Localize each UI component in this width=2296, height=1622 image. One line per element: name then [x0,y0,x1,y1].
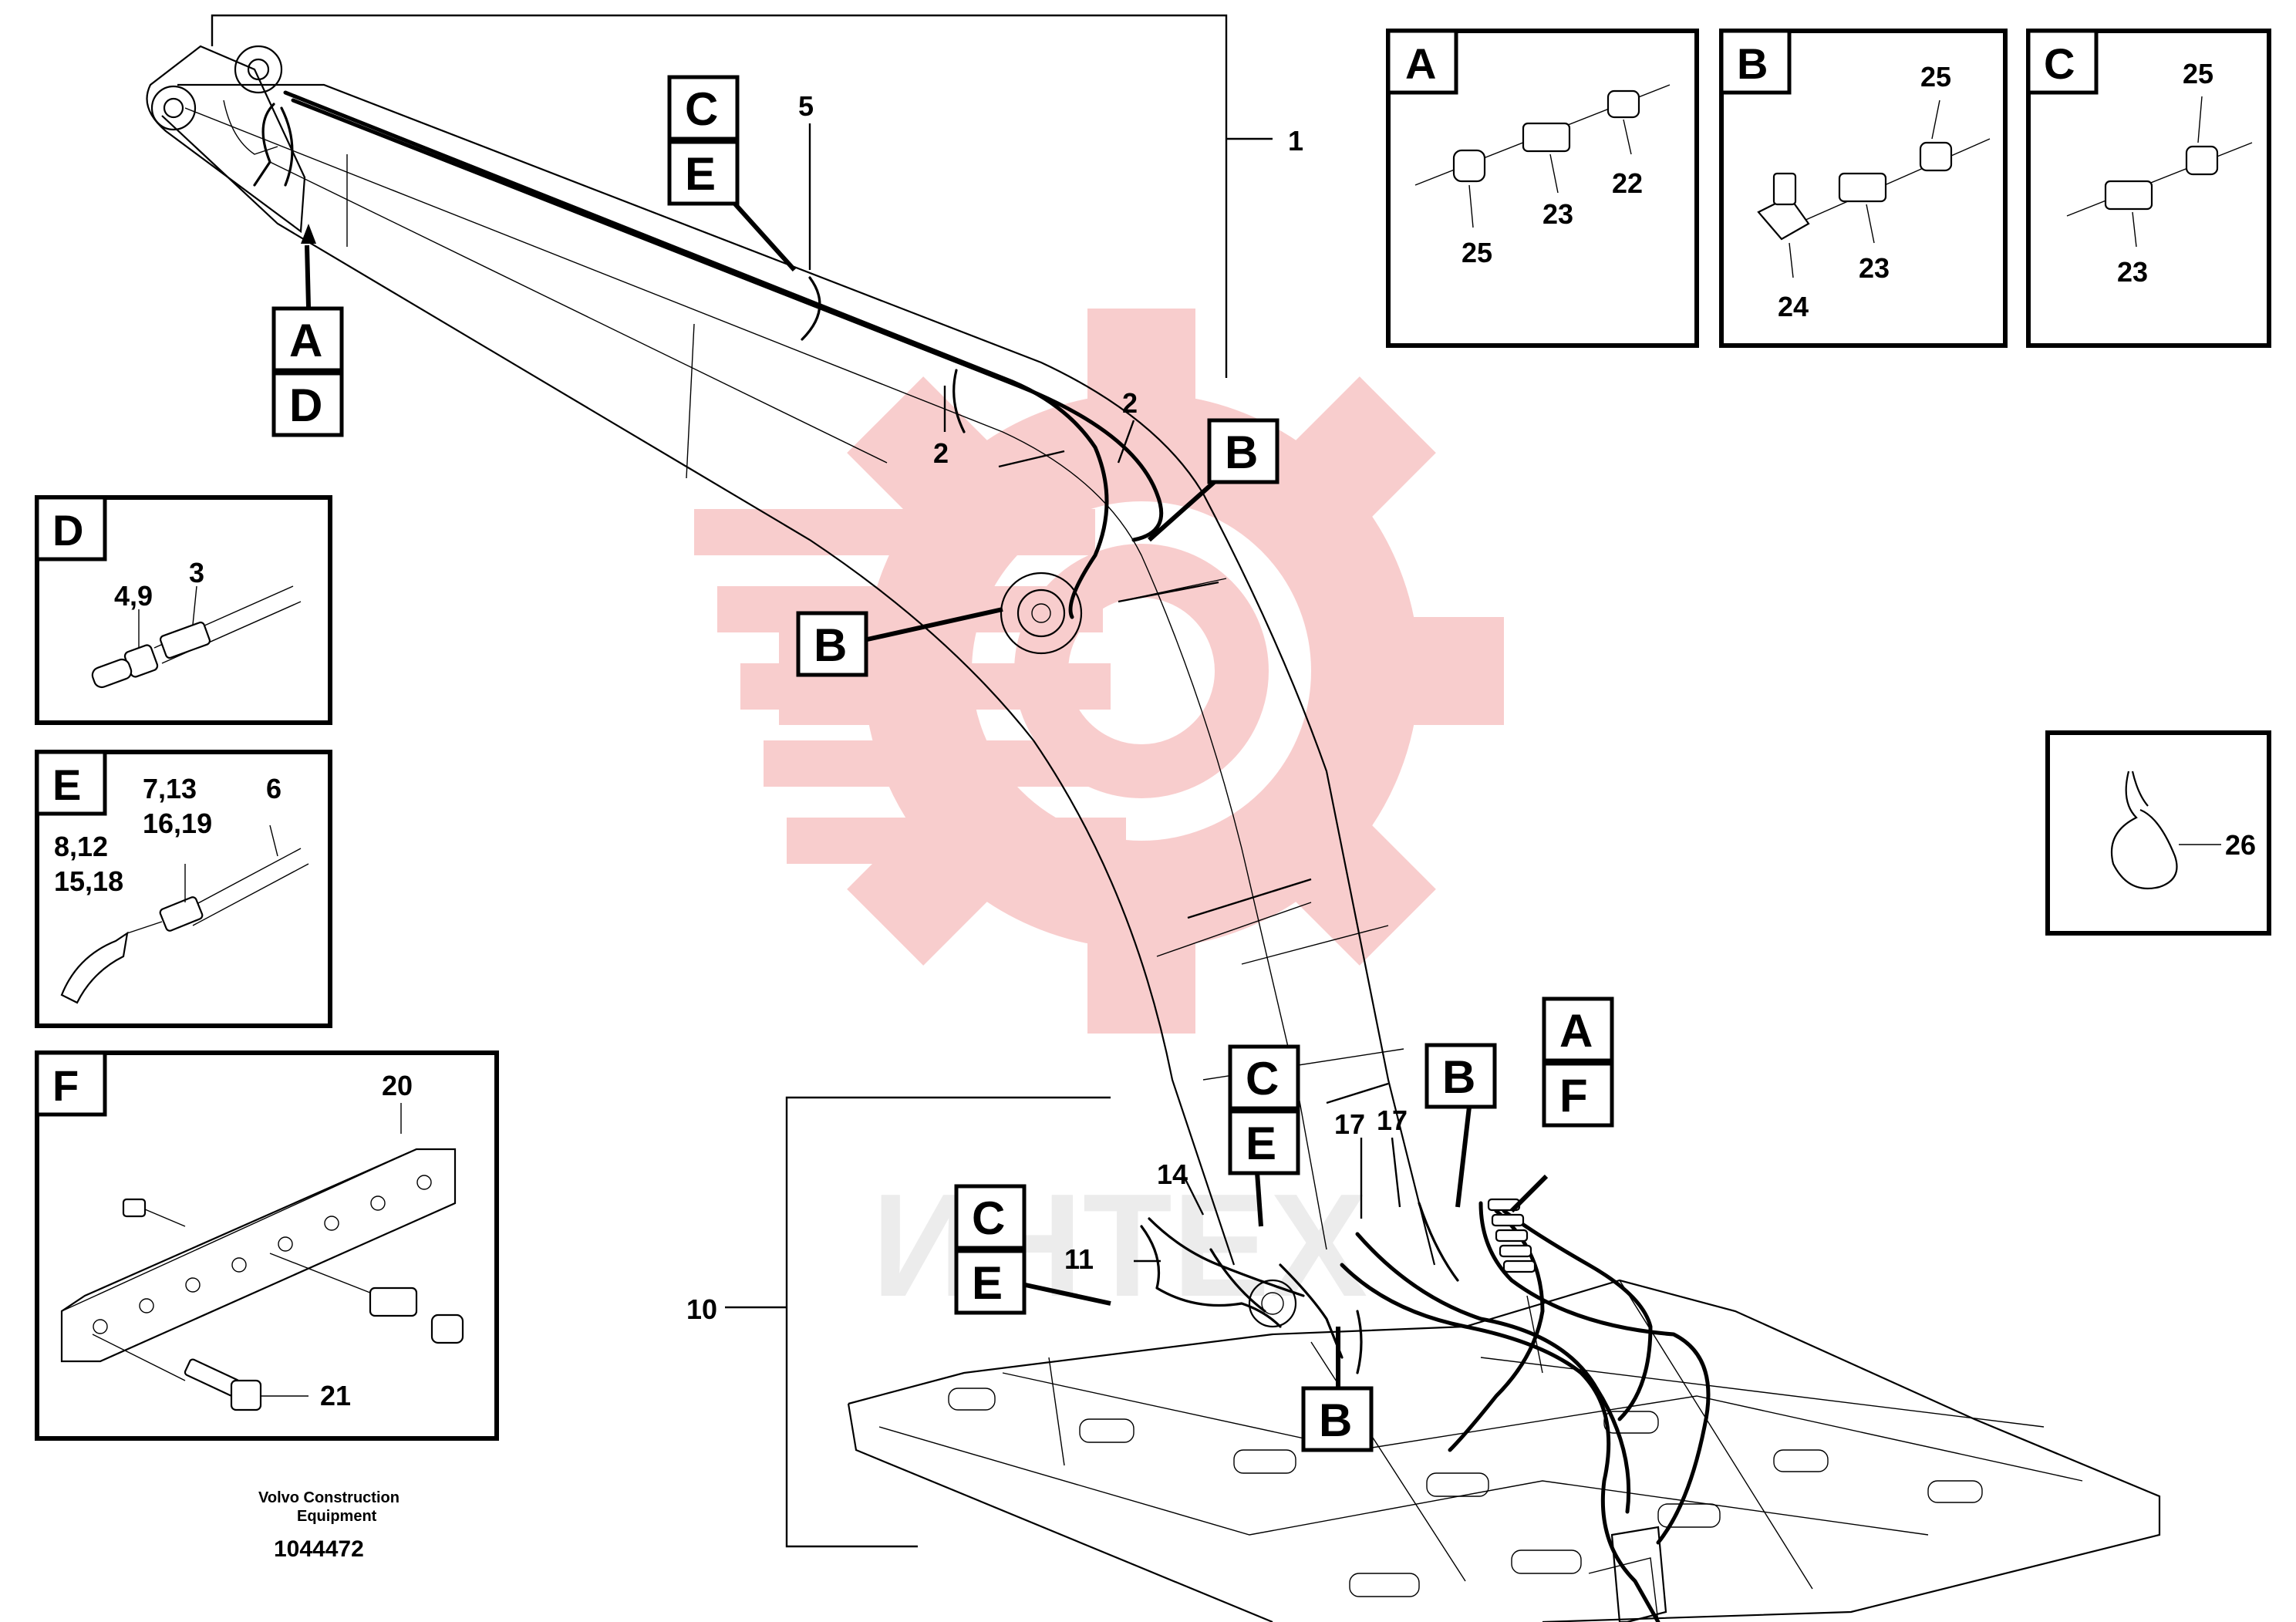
detail-box-clip: 26 [2045,730,2271,936]
detail-B-label-25: 25 [1920,61,1951,93]
leader-lines [301,123,1549,1388]
callout-numbers: 1 2 2 5 10 11 14 17 17 [686,90,1408,1325]
detail-E-label-16-19: 16,19 [143,808,212,839]
detail-F-label-20: 20 [382,1070,413,1101]
detail-box-F: F 20 21 [35,1050,499,1441]
detail-E-label-15-18: 15,18 [54,865,123,897]
label-14: 14 [1157,1158,1188,1190]
detail-E-letter: E [52,760,81,809]
frame-hoses [1140,1198,1711,1622]
detail-B-letter: B [1737,39,1768,88]
letter-right-A: A [1559,1005,1593,1057]
main-letter-boxes: A D C E B B C E C E B B A F [271,75,1614,1452]
footer-drawing-number: 1044472 [274,1536,364,1562]
label-17-left: 17 [1334,1108,1365,1140]
letter-mid-C: C [1246,1053,1279,1104]
boom-hoses [253,90,1164,619]
upper-frame [847,1279,2161,1622]
group-brackets [211,14,1273,1548]
footer-company-line1: Volvo Construction [258,1489,400,1506]
label-5: 5 [798,90,814,122]
detail-box-A: A 25 23 22 [1386,29,1699,348]
detail-B-label-23: 23 [1859,252,1890,284]
detail-F-letter: F [52,1061,79,1110]
watermark-text: ИНТЕХ [872,1164,1367,1327]
detail-B-label-24: 24 [1778,291,1809,322]
label-2-left: 2 [933,437,949,469]
label-10: 10 [686,1293,717,1325]
letter-boom-B-left: B [814,619,847,671]
letter-mid-E: E [1246,1118,1276,1169]
detail-A-label-25: 25 [1462,237,1492,268]
detail-box-E: E 7,13 16,19 6 8,12 15,18 [35,750,332,1028]
letter-boom-B-right: B [1225,427,1258,478]
letter-topleft-D: D [289,379,322,431]
label-1: 1 [1288,125,1303,157]
detail-box-D: D 4,9 3 [35,495,332,725]
detail-C-label-25: 25 [2183,58,2213,89]
letter-left-E: E [972,1257,1003,1309]
fitting-cluster [1487,1198,1536,1273]
letter-right-B: B [1442,1051,1475,1103]
detail-C-letter: C [2044,39,2075,88]
boom-hose-brackets [998,450,1389,1104]
footer-company-line2: Equipment [297,1508,377,1525]
label-11: 11 [1064,1243,1094,1275]
letter-top-E: E [685,148,716,200]
detail-D-label-3: 3 [189,557,204,588]
detail-E-label-7-13: 7,13 [143,773,197,804]
detail-E-label-6: 6 [266,773,282,804]
letter-left-C: C [972,1192,1005,1244]
detail-A-letter: A [1405,39,1436,88]
clip-label-26: 26 [2225,829,2256,861]
detail-D-letter: D [52,506,83,555]
detail-A-label-23: 23 [1542,198,1573,230]
letter-top-C: C [685,83,718,135]
detail-box-C: C 25 23 [2026,29,2271,348]
label-17-right: 17 [1377,1104,1408,1136]
letter-right-F: F [1559,1070,1588,1121]
detail-A-label-22: 22 [1612,167,1643,199]
excavator-boom [146,45,1436,1266]
detail-C-label-23: 23 [2117,256,2148,288]
detail-D-label-4-9: 4,9 [114,580,153,612]
detail-box-B: B 25 24 23 [1719,29,2008,348]
letter-topleft-A: A [289,315,322,366]
footer-block: Volvo Construction Equipment 1044472 [258,1489,400,1562]
detail-E-label-8-12: 8,12 [54,831,108,862]
letter-bottom-B: B [1319,1394,1352,1446]
label-2-right: 2 [1122,387,1138,419]
detail-F-label-21: 21 [320,1380,351,1411]
